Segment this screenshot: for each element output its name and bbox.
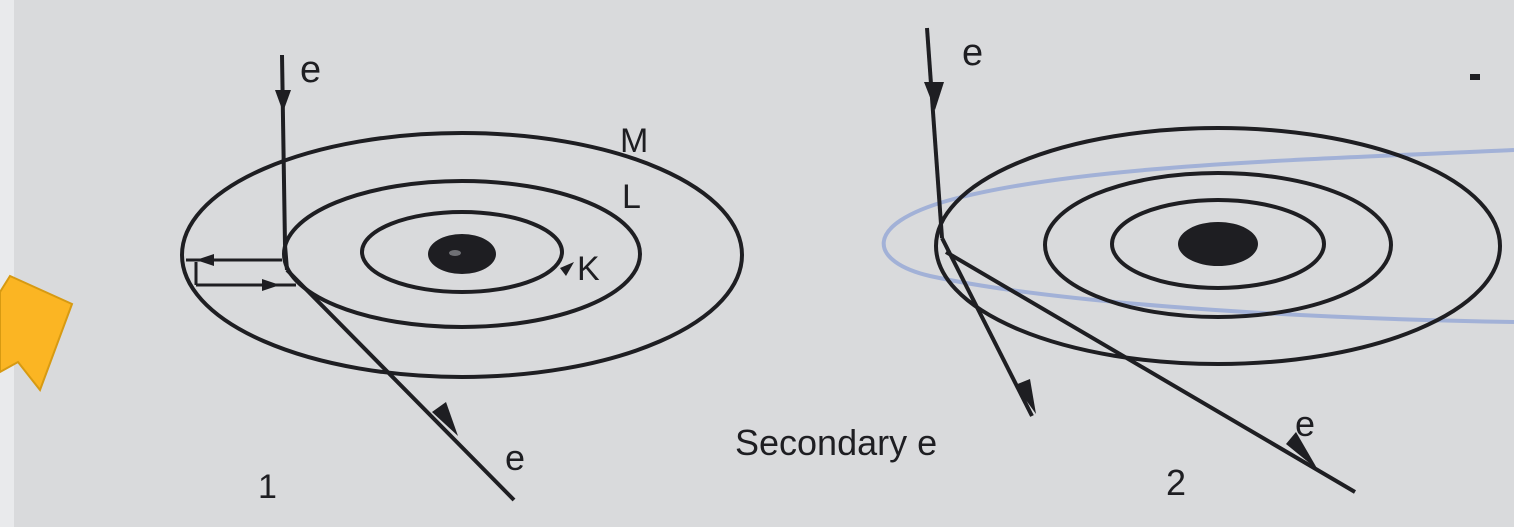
atom-1-incoming-arrowhead [275, 90, 291, 112]
atom-1-incoming-label: e [300, 49, 321, 91]
pen-scribble [881, 148, 1514, 324]
atom-1-shell-l-label: L [622, 178, 641, 216]
atom-2-shell-inner [1110, 198, 1326, 290]
atom-2-incoming-electron-line [925, 27, 944, 239]
atom-2-number-label: 2 [1166, 462, 1186, 503]
atom-1-nucleus-highlight [449, 250, 461, 256]
atom-2-nucleus-icon [1178, 222, 1258, 266]
paper-dot-mark [1470, 74, 1480, 80]
atom-1-group: e M L K e 1 [180, 49, 744, 506]
atom-2-group: e Secondary e e 2 [735, 27, 1502, 503]
atom-2-outgoing-electron-line [944, 250, 1357, 494]
atom-2-shell-middle [1043, 171, 1393, 319]
paper-shadow [0, 0, 14, 527]
atom-1-outgoing-label: e [505, 437, 525, 478]
atom-2-shell-outer [934, 126, 1502, 366]
atom-1-transition-out-arrowhead [196, 254, 214, 266]
atom-2-outgoing-arrowhead [1286, 432, 1318, 470]
atom-1-shell-m-label: M [620, 122, 648, 160]
atom-1-transition-in-arrowhead [262, 279, 280, 291]
atom-1-outgoing-electron-line [285, 268, 516, 502]
atom-1-incoming-electron-line [280, 54, 287, 246]
atom-1-number-label: 1 [258, 468, 277, 506]
atom-1-nucleus-icon [428, 234, 496, 274]
atom-1-kink-line [283, 244, 289, 271]
atom-2-incoming-arrowhead [924, 82, 944, 110]
atom-2-outgoing-label: e [1295, 403, 1315, 444]
pointer-arrow-icon [0, 274, 74, 393]
atom-1-k-mark-arrow [560, 262, 574, 276]
atom-1-shell-k-label: K [577, 250, 600, 288]
atom-2-secondary-label: Secondary e [735, 422, 937, 463]
atom-1-shell-k [360, 210, 564, 294]
atom-1-outgoing-arrowhead [432, 402, 458, 436]
atom-1-shell-m [180, 131, 744, 379]
atom-2-secondary-arrowhead [1015, 379, 1036, 414]
atom-2-incoming-label: e [962, 32, 983, 74]
